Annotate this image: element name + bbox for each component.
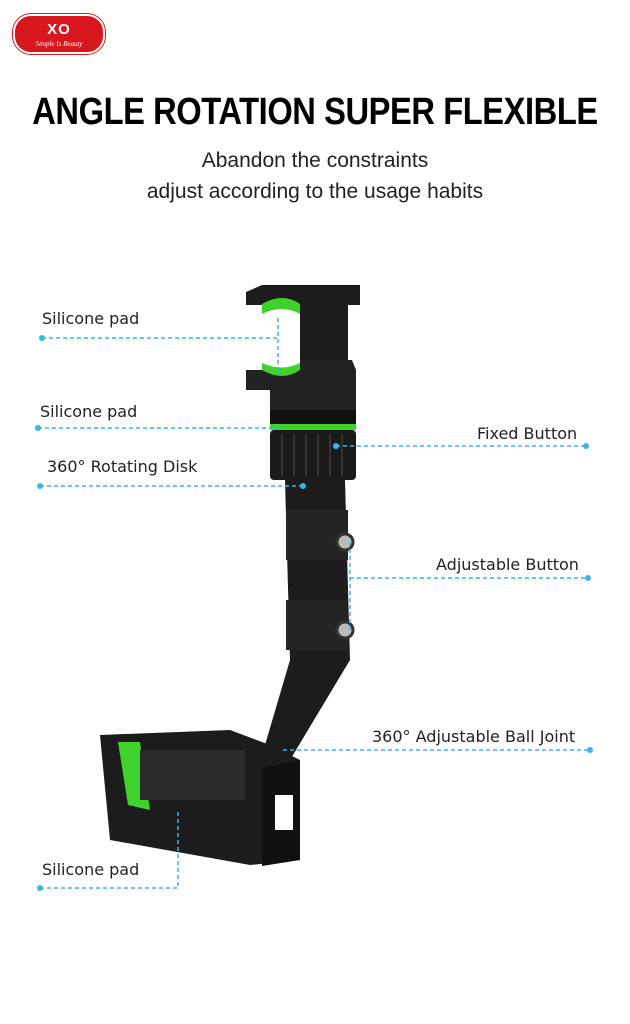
callout-silicone-pad-ring: Silicone pad bbox=[40, 402, 138, 421]
callout-adjustable-button: Adjustable Button bbox=[436, 555, 579, 574]
logo-mark: XO bbox=[47, 20, 71, 38]
subtitle-line-2: adjust according to the usage habits bbox=[146, 180, 484, 203]
subtitle-line-1: Abandon the constraints bbox=[201, 149, 429, 172]
adjustable-button-lower bbox=[335, 620, 355, 640]
brand-logo: XO Simple Is Beauty bbox=[13, 14, 105, 54]
callout-rotating-disk: 360° Rotating Disk bbox=[47, 457, 198, 476]
callout-ball-joint: 360° Adjustable Ball Joint bbox=[372, 727, 576, 746]
callout-silicone-pad-top: Silicone pad bbox=[42, 309, 140, 328]
callout-silicone-pad-bottom: Silicone pad bbox=[42, 860, 140, 879]
adjustable-button-upper bbox=[335, 532, 355, 552]
callout-fixed-button: Fixed Button bbox=[477, 424, 578, 443]
green-ring bbox=[270, 424, 356, 430]
headline: ANGLE ROTATION SUPER FLEXIBLE bbox=[32, 91, 598, 133]
callout-dots bbox=[35, 335, 593, 891]
phone-holder-product bbox=[100, 285, 360, 866]
logo-tagline: Simple Is Beauty bbox=[35, 39, 83, 48]
callout-lines bbox=[38, 318, 590, 889]
